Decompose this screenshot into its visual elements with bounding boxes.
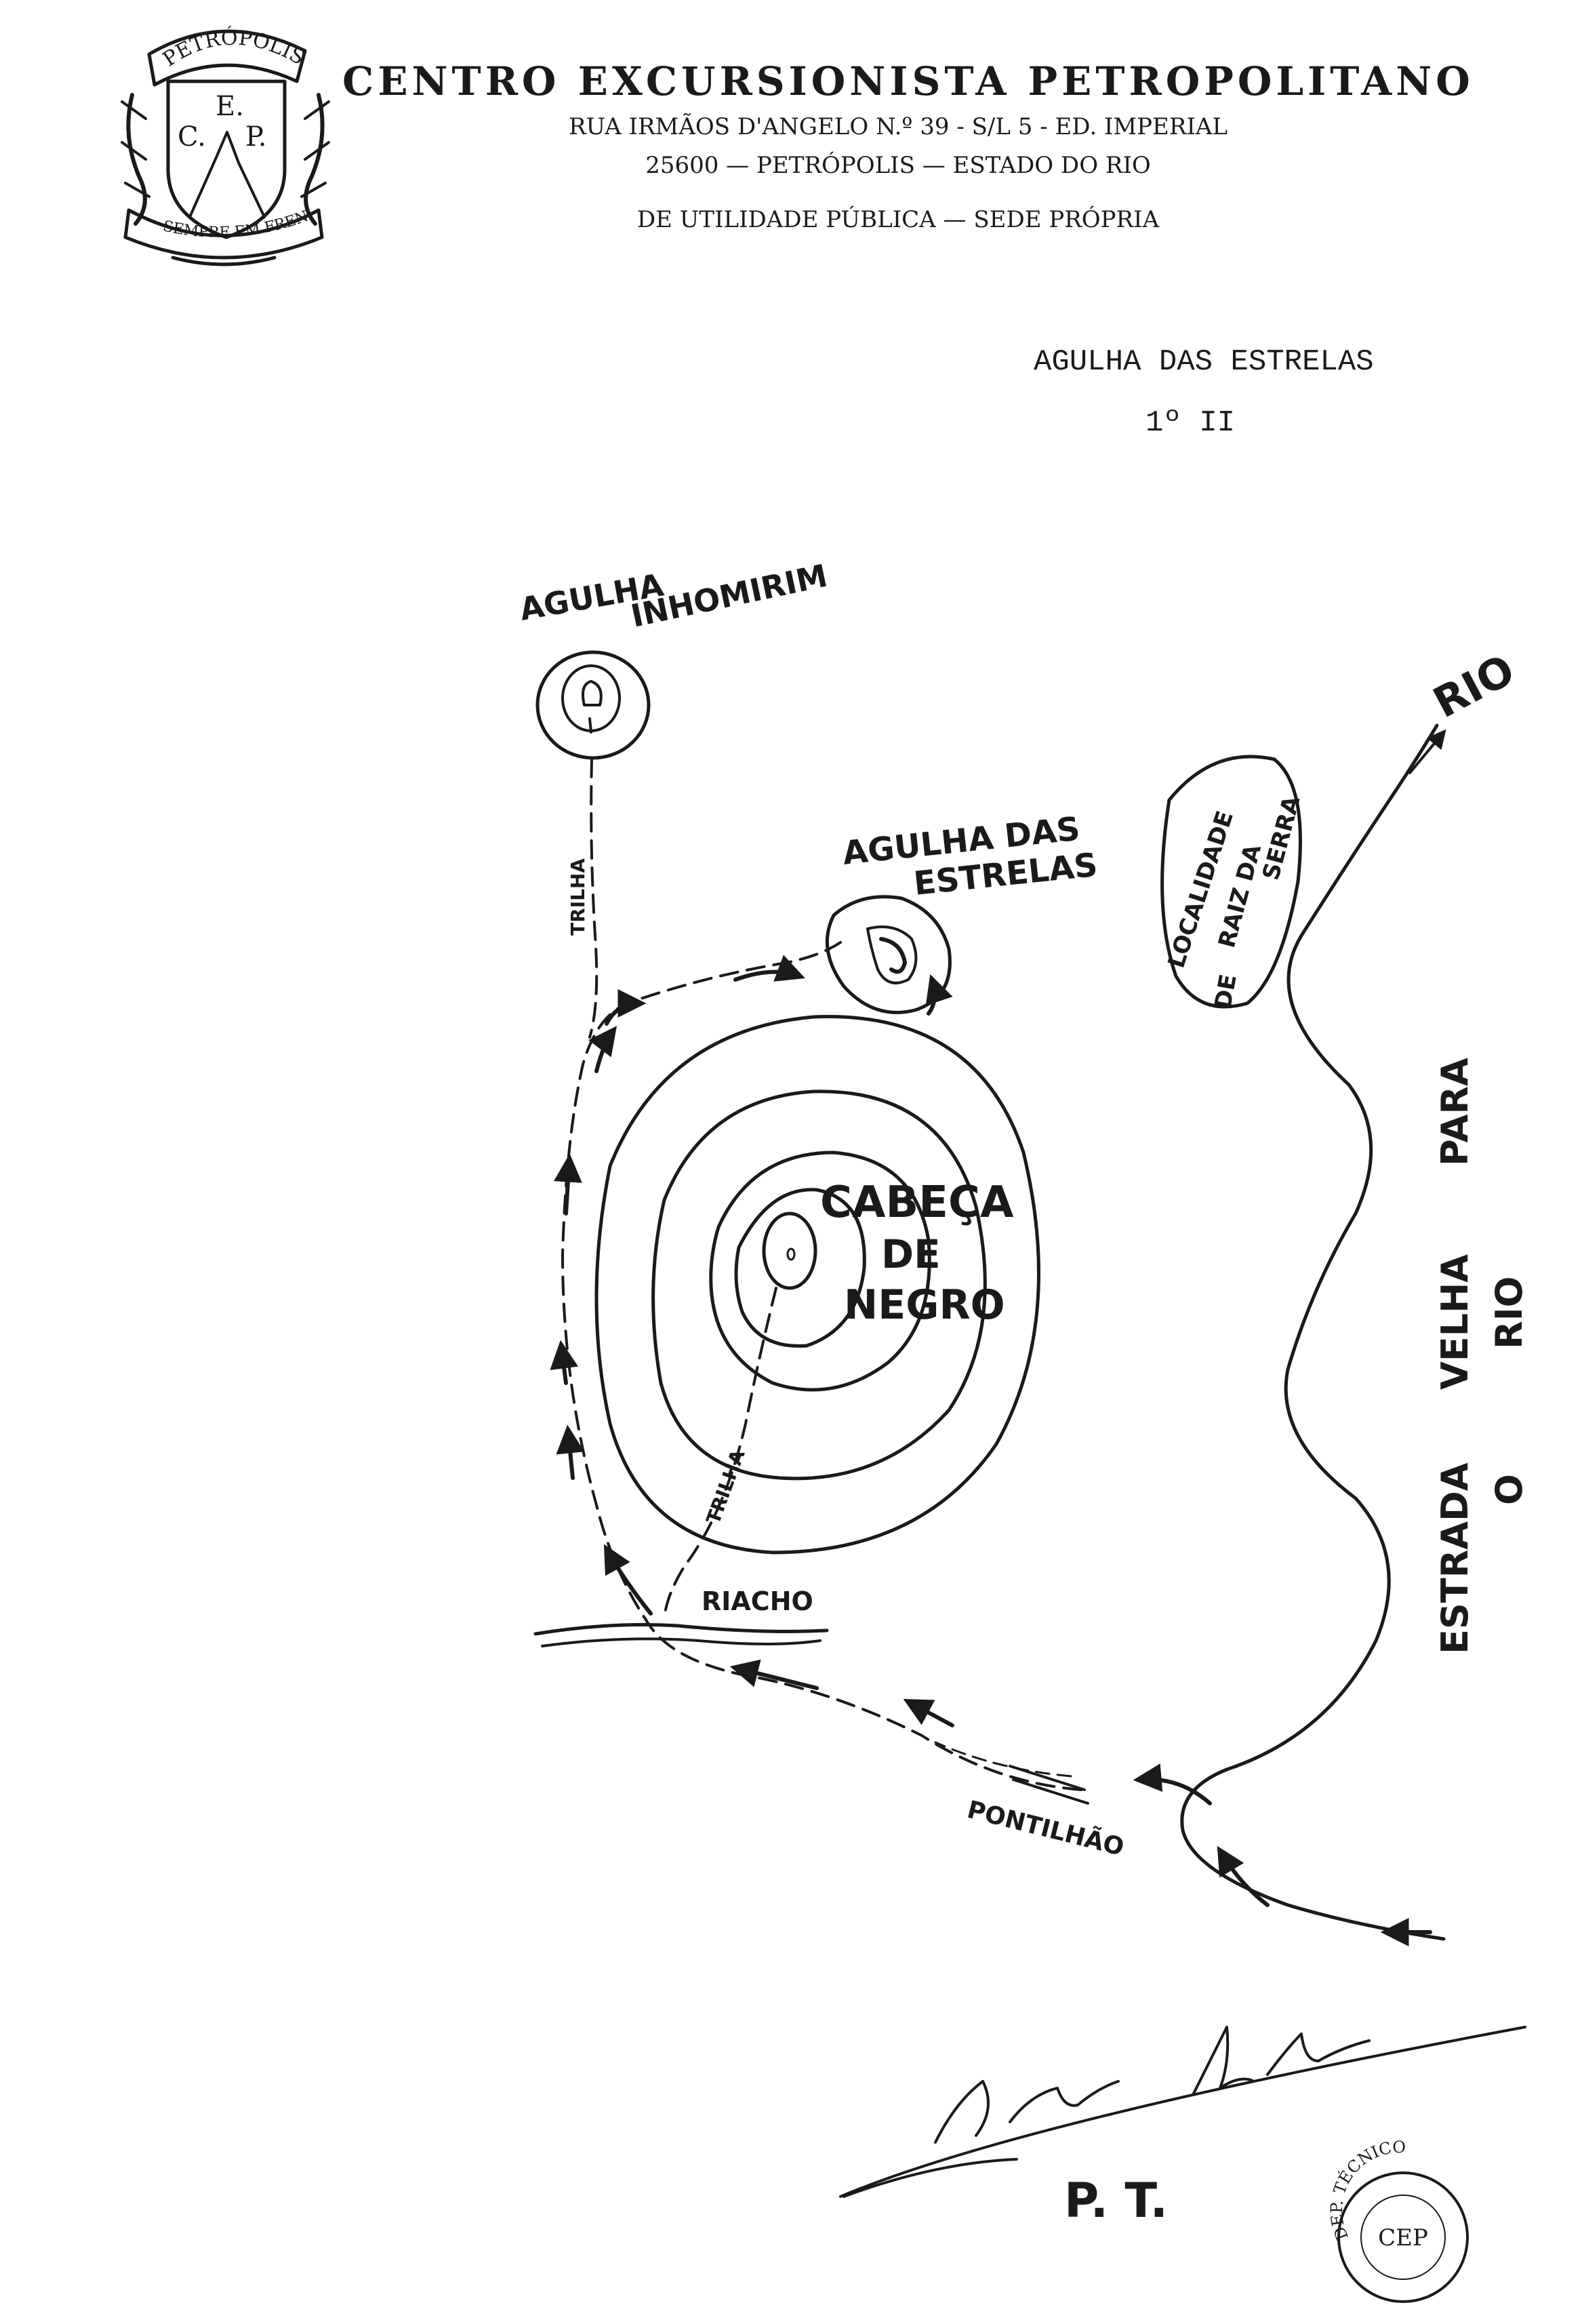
label-estrada-4: O <box>1488 1474 1530 1505</box>
route-grade: 1º II <box>1145 406 1235 440</box>
riacho-stream <box>533 1623 829 1636</box>
status-line: DE UTILIDADE PÚBLICA — SEDE PRÓPRIA <box>637 205 1160 233</box>
label-pontilhao: PONTILHÃO <box>965 1795 1127 1862</box>
signature-block: Lafersen de Costa P. T. <box>839 2026 1526 2228</box>
route-arrow-10 <box>925 974 953 1016</box>
route-arrow-12 <box>1217 1845 1270 1907</box>
city-line: 25600 — PETRÓPOLIS — ESTADO DO RIO <box>645 151 1151 179</box>
route-title: AGULHA DAS ESTRELAS <box>1034 345 1374 379</box>
agulha-inhomirim-peak <box>535 650 651 760</box>
route-arrow-2 <box>729 1659 819 1690</box>
road-arrow-rio <box>1408 729 1446 774</box>
route-arrow-3 <box>603 1544 653 1616</box>
trail-summit <box>663 1287 777 1618</box>
label-cabeca-3: NEGRO <box>844 1281 1005 1329</box>
logo-initial-e: E. <box>216 91 244 122</box>
approach-route <box>561 941 1082 1791</box>
route-arrow-9 <box>733 955 805 982</box>
label-rio-top: RIO <box>1425 645 1522 727</box>
signature-scribble <box>839 2026 1526 2198</box>
org-name: CENTRO EXCURSIONISTA PETROPOLITANO <box>342 58 1474 104</box>
label-trilha-lower: TRILHA <box>702 1447 750 1527</box>
address-line: RUA IRMÃOS D'ANGELO N.º 39 - S/L 5 - ED.… <box>569 113 1228 140</box>
label-riacho: RIACHO <box>702 1586 813 1616</box>
logo-mountain-icon <box>188 131 266 218</box>
label-cabeca-2: DE <box>881 1231 941 1277</box>
logo-initial-c: C. <box>178 121 206 153</box>
letterhead: CENTRO EXCURSIONISTA PETROPOLITANO RUA I… <box>342 58 1474 233</box>
agulha-das-estrelas-peak <box>825 895 952 1014</box>
route-arrow-5 <box>550 1340 579 1385</box>
label-cabeca-1: CABEÇA <box>820 1178 1014 1228</box>
route-arrow-6 <box>553 1153 582 1216</box>
label-estrada-1: ESTRADA <box>1434 1462 1476 1654</box>
club-logo: PETRÓPOLIS E. C. P. SEMPRE EM FRENTE <box>0 0 330 266</box>
sketch-map: AGULHA INHOMIRIM AGULHA DAS ESTRELAS CAB… <box>517 557 1530 1946</box>
route-arrow-11 <box>1133 1763 1212 1805</box>
route-arrow-7 <box>588 1026 617 1073</box>
stamp-inner-text: CEP <box>1378 2224 1428 2251</box>
label-trilha-upper: TRILHA <box>567 858 589 936</box>
label-estrada-3: PARA <box>1434 1058 1476 1166</box>
route-arrow-1 <box>903 1699 954 1727</box>
route-arrow-4 <box>556 1424 585 1480</box>
cabeca-de-negro-contours <box>594 1015 1040 1555</box>
label-localidade-2: DE <box>1209 972 1242 1011</box>
trail-inhomirim <box>588 758 599 1039</box>
department-stamp: DEP. TÉCNICO CEP <box>1327 2138 1469 2303</box>
localidade-raiz-da-serra-area <box>1160 755 1302 1009</box>
logo-initial-p: P. <box>245 121 267 153</box>
label-estrada-5: RIO <box>1488 1276 1530 1349</box>
route-arrow-8 <box>605 989 647 1026</box>
label-estrada-2: VELHA <box>1434 1254 1476 1390</box>
estrada-velha-road <box>1180 723 1446 1941</box>
signature-role: P. T. <box>1064 2173 1168 2228</box>
pontilhao-bridge <box>1009 1765 1089 1805</box>
